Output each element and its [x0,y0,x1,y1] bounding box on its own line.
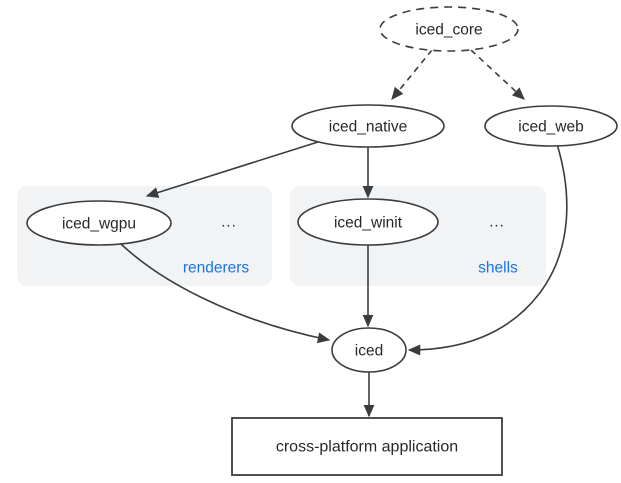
edge-iced-core-to-iced-web [470,49,525,100]
node-iced-web: iced_web [484,105,618,147]
node-iced: iced [331,327,407,373]
node-application: cross-platform application [231,417,503,476]
iced-winit-ellipse [297,198,439,246]
shells-group-label: shells [478,260,518,277]
iced-core-ellipse [379,6,519,52]
edge-iced-wgpu-to-iced [120,243,331,344]
iced-web-label: iced_web [518,119,584,136]
edge-iced-web-to-iced [407,143,568,356]
application-box [231,417,503,476]
iced-core-label: iced_core [415,22,482,39]
node-iced-winit: iced_winit [297,198,439,246]
node-iced-core: iced_core [379,6,519,52]
node-iced-native: iced_native [291,104,445,148]
edge-iced-core-to-iced-native [391,49,433,100]
renderers-group-label: renderers [183,260,250,277]
iced-ellipse [331,327,407,373]
node-iced-wgpu: iced_wgpu [26,200,172,246]
iced-wgpu-ellipse [26,200,172,246]
iced-native-ellipse [291,104,445,148]
iced-wgpu-label: iced_wgpu [62,216,136,233]
iced-label: iced [355,343,383,360]
edge-iced-native-to-iced-wgpu [145,141,319,198]
iced-native-label: iced_native [329,119,407,136]
renderers-ellipsis: ... [221,214,237,231]
shells-ellipsis: ... [489,214,505,231]
iced-web-ellipse [484,105,618,147]
edges [120,49,568,418]
application-label: cross-platform application [276,439,458,456]
iced-winit-label: iced_winit [334,215,403,232]
